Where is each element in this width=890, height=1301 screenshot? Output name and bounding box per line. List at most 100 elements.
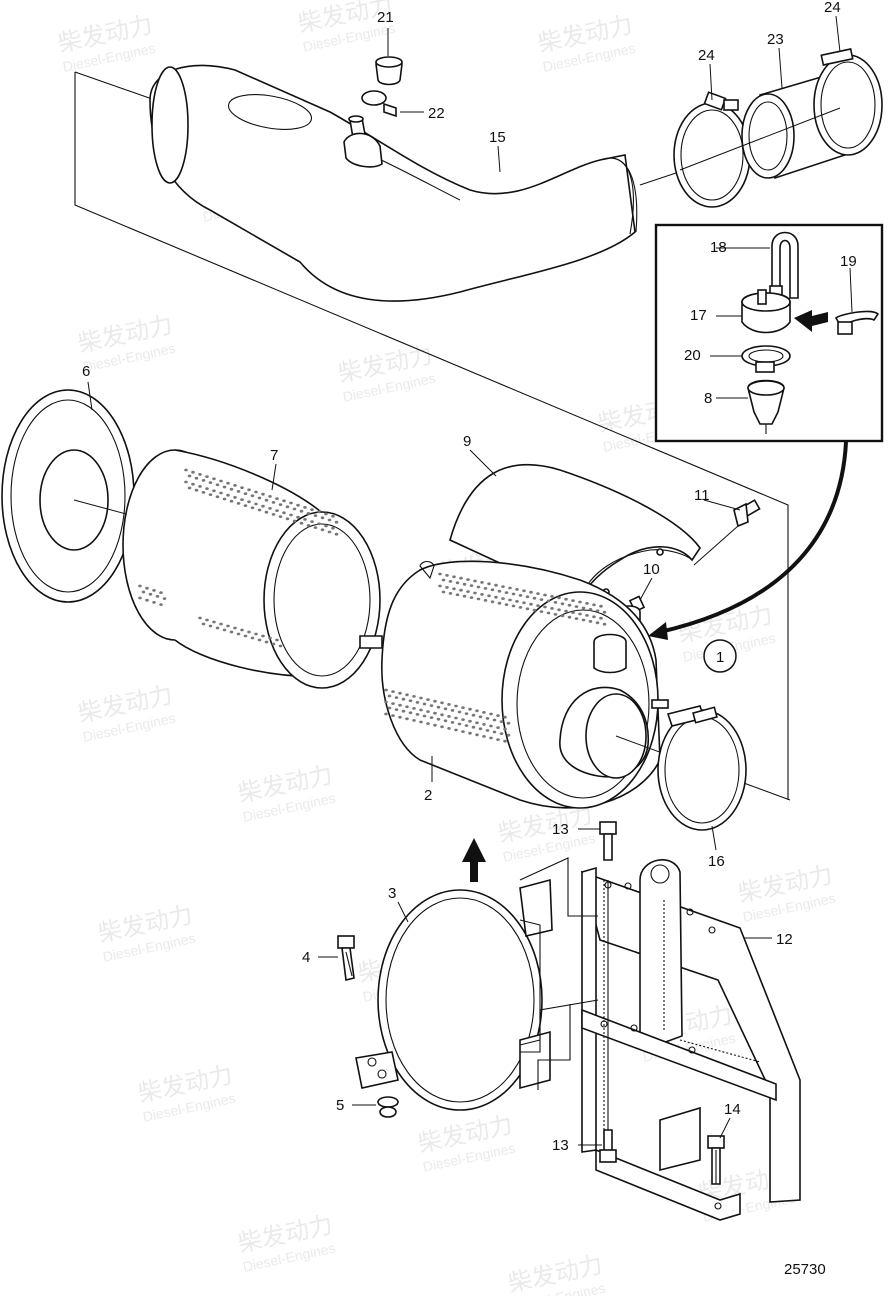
perforation-hole [138, 584, 142, 588]
perforation-hole [271, 642, 276, 646]
perforation-hole [599, 604, 603, 608]
perforation-hole [475, 721, 479, 725]
perforation-hole [483, 599, 488, 602]
perforation-hole [469, 596, 474, 599]
perforation-hole [518, 606, 523, 609]
perforation-hole [408, 711, 413, 715]
callout-24-right: 24 [824, 0, 841, 16]
perforation-hole [419, 720, 423, 724]
perforation-hole [289, 513, 293, 517]
perforation-hole [247, 488, 251, 492]
perforation-hole [191, 470, 195, 474]
perforation-hole [384, 712, 388, 716]
perforation-hole [292, 507, 297, 511]
perforation-hole [468, 731, 472, 735]
perforation-hole [441, 578, 446, 582]
perforation-hole [511, 592, 516, 596]
perforation-hole [539, 610, 544, 613]
perforation-hole [522, 601, 526, 605]
callout-10: 10 [643, 561, 660, 578]
inlet-hose-15 [149, 64, 701, 302]
perforation-hole [581, 618, 586, 622]
perforation-hole [405, 717, 409, 721]
perforation-hole [187, 486, 192, 490]
perforation-hole [250, 636, 255, 640]
perforation-hole [482, 735, 486, 738]
filter-housing-2 [381, 560, 791, 809]
perforation-hole [268, 636, 272, 640]
callout-20: 20 [684, 347, 701, 364]
perforation-hole [550, 595, 554, 598]
perforation-hole [482, 723, 486, 726]
perforation-hole [208, 624, 213, 628]
perforation-hole [487, 594, 491, 598]
perforation-hole [198, 616, 202, 620]
nut-5 [377, 1096, 399, 1118]
callout-13-bottom: 13 [552, 1137, 569, 1154]
perforation-hole [581, 606, 586, 610]
perforation-hole [469, 584, 474, 587]
perforation-hole [468, 707, 472, 711]
perforation-hole [240, 498, 244, 501]
support-bracket-12 [580, 859, 801, 1221]
perforation-hole [289, 501, 293, 505]
perforation-hole [303, 518, 307, 521]
drawing-number: 25730 [784, 1261, 826, 1278]
perforation-hole [476, 597, 481, 601]
perforation-hole [152, 589, 156, 592]
perforation-hole [553, 613, 558, 616]
perforation-hole [588, 608, 593, 611]
perforation-hole [194, 488, 199, 492]
perforation-hole [215, 495, 220, 499]
perforation-hole [454, 716, 458, 720]
perforation-hole [324, 512, 328, 516]
perforation-hole [464, 724, 469, 727]
callout-24-left: 24 [698, 47, 715, 64]
perforation-hole [205, 475, 209, 478]
perforation-hole [560, 614, 565, 618]
perforation-hole [529, 590, 533, 594]
outlet-clamp-16 [657, 705, 747, 831]
perforation-hole [422, 714, 427, 718]
perforation-hole [148, 592, 153, 596]
perforation-hole [422, 702, 427, 706]
filter-perforation-holes [138, 468, 339, 648]
perforation-hole [476, 585, 481, 589]
perforation-hole [489, 724, 493, 728]
perforation-hole [501, 585, 505, 588]
perforation-hole [278, 644, 283, 648]
detail-reference-circle [703, 639, 737, 673]
callout-2: 2 [424, 787, 432, 804]
perforation-hole [296, 515, 300, 519]
perforation-hole [490, 600, 495, 604]
perforation-hole [141, 590, 146, 594]
perforation-hole [261, 634, 265, 638]
perforation-hole [464, 712, 469, 715]
perforation-hole [275, 497, 279, 500]
perforation-hole [475, 709, 479, 713]
perforation-hole [208, 493, 213, 496]
perforation-hole [536, 592, 540, 595]
callout-14: 14 [724, 1101, 741, 1118]
perforation-hole [443, 719, 448, 723]
perforation-hole [515, 588, 519, 591]
perforation-hole [438, 584, 442, 588]
perforation-hole [462, 594, 467, 598]
perforation-hole [243, 492, 248, 495]
perforation-hole [398, 703, 402, 707]
perforation-hole [501, 597, 505, 600]
perforation-hole [429, 704, 434, 707]
perforation-hole [459, 588, 463, 592]
perforation-hole [475, 733, 479, 737]
perforation-hole [205, 618, 209, 622]
perforation-hole [497, 601, 502, 605]
perforation-hole [419, 708, 423, 712]
perforation-hole [401, 697, 406, 701]
perforation-hole [440, 725, 444, 729]
perforation-hole [518, 594, 523, 597]
perforation-hole [457, 722, 462, 726]
perforation-hole [254, 632, 258, 636]
perforation-hole [247, 500, 251, 504]
perforation-hole [560, 602, 565, 606]
